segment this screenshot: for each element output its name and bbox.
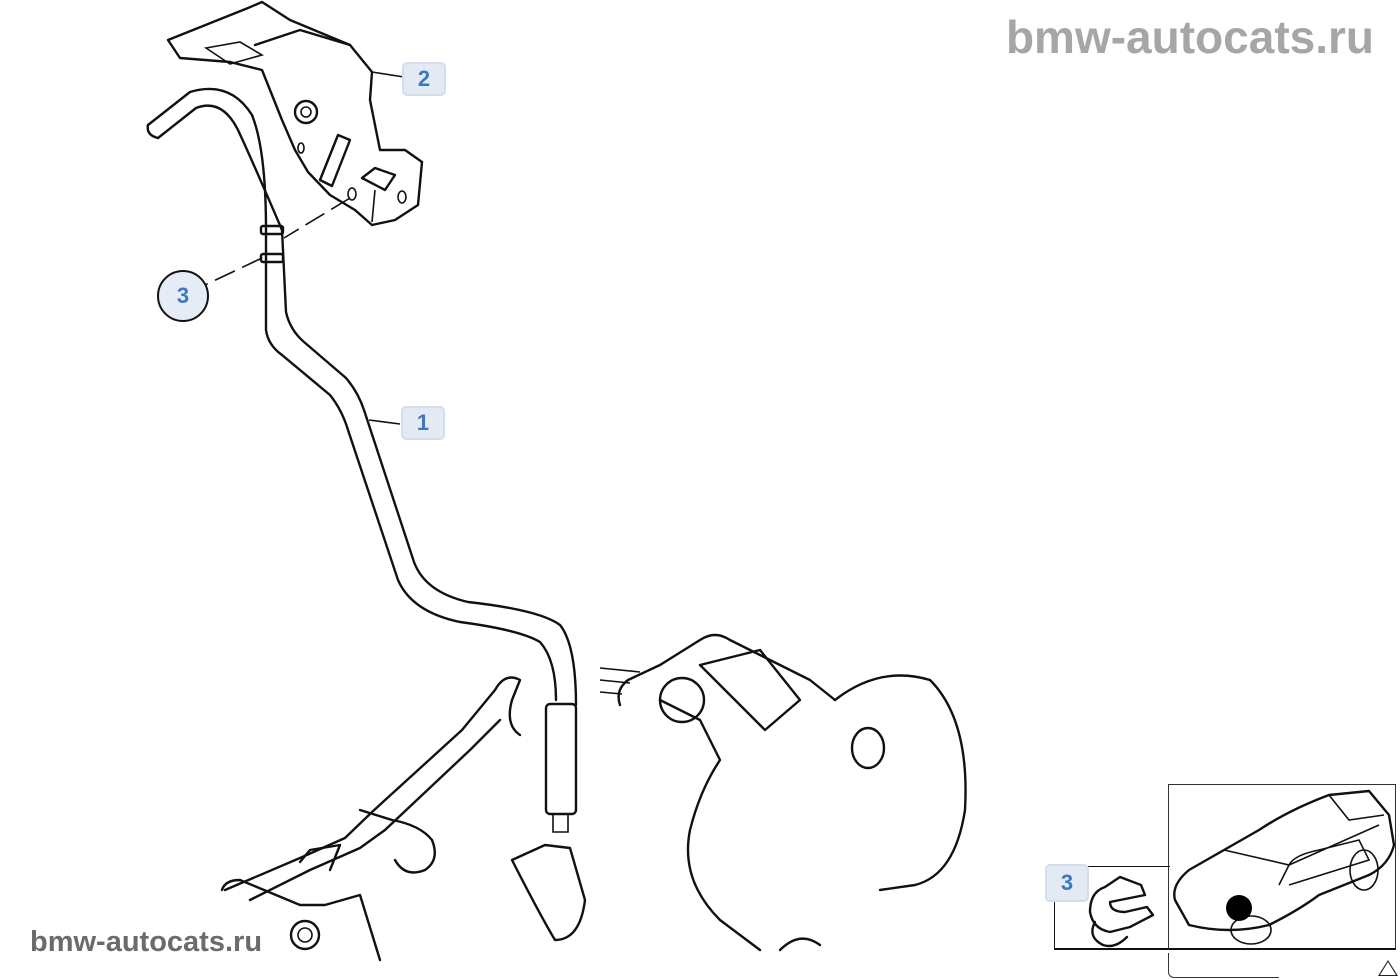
inset-clip-detail xyxy=(1054,866,1170,950)
pipe-part-1 xyxy=(146,87,587,942)
pedal-mechanism xyxy=(220,633,967,962)
inset-car-location xyxy=(1168,784,1396,950)
callout-part-3[interactable]: 3 xyxy=(157,270,209,322)
clip-icon xyxy=(1088,875,1155,948)
location-marker xyxy=(1226,895,1252,921)
triangle-up-icon[interactable] xyxy=(1378,960,1398,976)
callout-part-1[interactable]: 1 xyxy=(401,406,445,440)
watermark-bottom: bmw-autocats.ru xyxy=(30,926,263,958)
callout-inset-part-3[interactable]: 3 xyxy=(1045,864,1089,902)
inset-bracket xyxy=(1168,953,1279,978)
car-outline-icon xyxy=(1173,789,1396,945)
callout-part-2[interactable]: 2 xyxy=(402,62,446,96)
watermark-top: bmw-autocats.ru xyxy=(1005,11,1374,63)
bracket-part-2 xyxy=(166,0,424,227)
